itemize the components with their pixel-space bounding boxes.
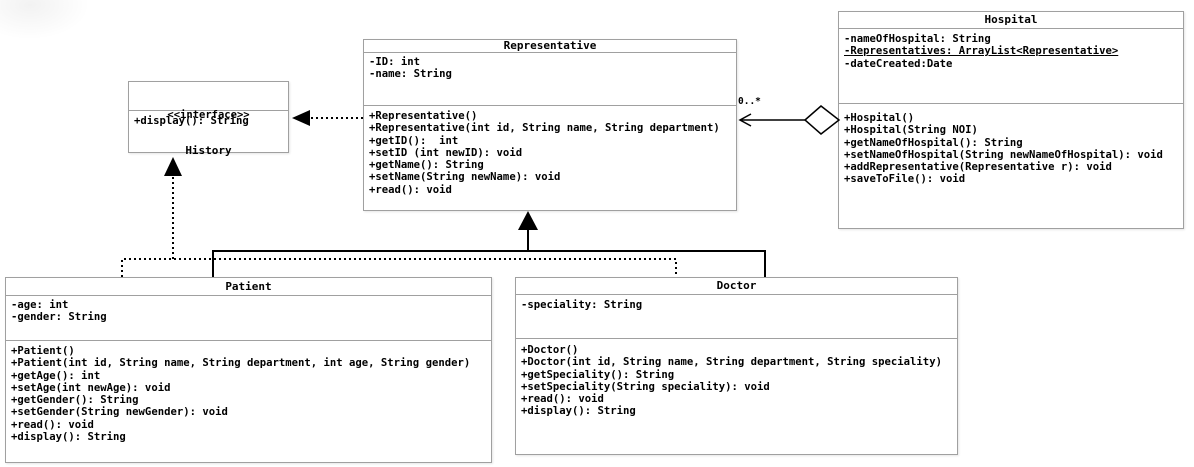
member-line: +Doctor() [521,344,579,356]
member-line: +Representative(int id, String name, Str… [369,122,720,135]
class-representative-title: Representative [364,40,736,53]
member-line: -nameOfHospital: String [844,33,991,45]
corner-smudge [0,0,90,40]
member-line: +display(): String [521,405,636,418]
member-line: +Doctor(int id, String name, String depa… [521,356,942,369]
class-representative-methods: +Representative()+Representative(int id,… [364,106,736,196]
member-line: +getNameOfHospital(): String [844,136,1023,149]
member-line: +display(): String [11,431,126,444]
member-line: +Patient() [11,345,75,357]
realization-representative-to-history [292,110,363,126]
class-doctor-title: Doctor [516,278,957,295]
class-patient-methods: +Patient()+Patient(int id, String name, … [6,341,491,443]
class-hospital-attributes: -nameOfHospital: String-Representatives:… [839,29,1183,104]
class-history: <<interface>> History +display(): String [128,81,289,157]
class-representative: Representative -ID: int-name: String +Re… [363,39,737,211]
class-doctor-attributes: -speciality: String [516,295,957,339]
member-line: -Representatives: ArrayList<Representati… [844,45,1119,58]
class-history-title: <<interface>> History [129,82,288,157]
member-line: +setNameOfHospital(String newNameOfHospi… [844,148,1163,161]
member-line: +read(): void [369,183,452,196]
aggregation-hospital-representative [738,105,841,135]
class-doctor: Doctor -speciality: String +Doctor()+Doc… [515,277,958,455]
generalization-patient-doctor-to-representative [212,211,766,277]
member-line: +read(): void [521,393,604,406]
member-line: +setID (int newID): void [369,146,523,159]
member-line: +read(): void [11,418,94,431]
member-line: +setGender(String newGender): void [11,406,228,419]
member-line: +getAge(): int [11,369,101,382]
member-line: +addRepresentative(Representative r): vo… [844,161,1112,174]
interface-stereotype: <<interface>> [167,109,250,121]
member-line: -age: int [11,299,69,311]
member-line: +getName(): String [369,159,484,172]
member-line: +Representative() [369,110,478,122]
member-line: +Hospital(String NOI) [844,124,978,137]
member-line: +getSpeciality(): String [521,368,675,381]
member-line: +setName(String newName): void [369,171,561,184]
class-patient-attributes: -age: int-gender: String [6,296,491,341]
member-line: -ID: int [369,56,421,68]
member-line: +Patient(int id, String name, String dep… [11,357,471,370]
class-hospital-title: Hospital [839,12,1183,29]
member-line: +setSpeciality(String speciality): void [521,380,770,393]
member-line: +Hospital() [844,112,915,124]
class-history-methods: +display(): String [129,111,288,127]
class-history-name: History [185,144,232,157]
class-patient-title: Patient [6,278,491,296]
class-hospital: Hospital -nameOfHospital: String-Represe… [838,11,1184,229]
member-line: -name: String [369,68,452,81]
class-representative-attributes: -ID: int-name: String [364,53,736,106]
class-doctor-methods: +Doctor()+Doctor(int id, String name, St… [516,339,957,418]
member-line: -speciality: String [521,299,643,311]
member-line: +getID(): int [369,134,459,147]
aggregation-diamond [803,105,841,135]
member-line: +getGender(): String [11,394,139,407]
member-line: +saveToFile(): void [844,173,966,186]
class-patient: Patient -age: int-gender: String +Patien… [5,277,492,463]
member-line: -dateCreated:Date [844,57,953,70]
multiplicity-label: 0..* [738,96,761,107]
member-line: +display(): String [134,115,249,127]
member-line: -gender: String [11,311,107,324]
class-hospital-methods: +Hospital()+Hospital(String NOI)+getName… [839,104,1183,186]
member-line: +setAge(int newAge): void [11,381,171,394]
